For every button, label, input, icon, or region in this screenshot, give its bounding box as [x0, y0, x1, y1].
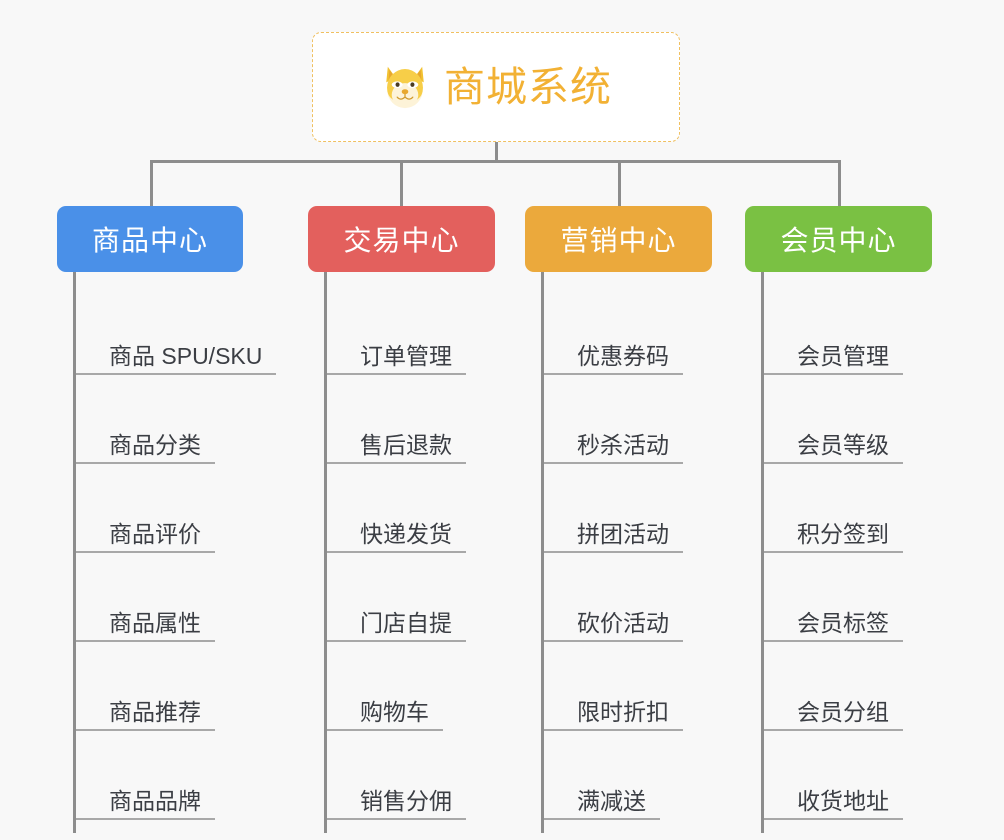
list-item[interactable]: 商品推荐	[76, 642, 289, 731]
list-item-label: 购物车	[360, 698, 429, 725]
leaf-underline	[327, 373, 466, 375]
leaf-underline	[76, 729, 215, 731]
category-box-member-center[interactable]: 会员中心	[745, 206, 932, 272]
connector-to-product-center	[150, 160, 153, 206]
leaf-underline	[327, 551, 466, 553]
list-item[interactable]: 限时折扣	[544, 642, 757, 731]
shiba-dog-icon	[386, 66, 424, 109]
list-item[interactable]: 会员等级	[764, 375, 977, 464]
list-item-label: 商品推荐	[109, 698, 201, 725]
leaf-underline	[764, 640, 903, 642]
list-item[interactable]: 砍价活动	[544, 553, 757, 642]
branch-marketing-center: 营销中心 优惠券码 秒杀活动 拼团活动 砍价活动 限时折扣	[525, 206, 757, 833]
connector-horizontal-bus	[150, 160, 841, 163]
category-box-product-center[interactable]: 商品中心	[57, 206, 243, 272]
leaf-underline	[764, 818, 903, 820]
list-item-label: 门店自提	[360, 609, 452, 636]
leaf-underline	[327, 729, 443, 731]
list-item-label: 积分签到	[797, 520, 889, 547]
list-item-label: 会员分组	[797, 698, 889, 725]
list-item-label: 销售分佣	[360, 787, 452, 814]
list-item[interactable]: 积分签到	[764, 464, 977, 553]
leaf-list-trade-center: 订单管理 售后退款 快递发货 门店自提 购物车 销售分佣	[324, 272, 540, 833]
category-label: 交易中心	[343, 225, 460, 256]
list-item[interactable]: 购物车	[327, 642, 540, 731]
list-item[interactable]: 门店自提	[327, 553, 540, 642]
list-item-label: 优惠券码	[577, 342, 669, 369]
branch-member-center: 会员中心 会员管理 会员等级 积分签到 会员标签 会员分组	[745, 206, 977, 833]
list-item-label: 商品属性	[109, 609, 201, 636]
category-label: 营销中心	[560, 225, 677, 256]
connector-to-marketing-center	[618, 160, 621, 206]
list-item[interactable]: 满减送	[544, 731, 757, 820]
list-item[interactable]: 商品 SPU/SKU	[76, 286, 289, 375]
leaf-underline	[764, 462, 903, 464]
category-label: 商品中心	[91, 225, 208, 256]
category-box-trade-center[interactable]: 交易中心	[308, 206, 495, 272]
list-item[interactable]: 会员管理	[764, 286, 977, 375]
leaf-underline	[544, 551, 683, 553]
leaf-underline	[544, 373, 683, 375]
leaf-underline	[544, 462, 683, 464]
list-item[interactable]: 优惠券码	[544, 286, 757, 375]
list-item-label: 商品 SPU/SKU	[109, 342, 263, 369]
list-item[interactable]: 会员分组	[764, 642, 977, 731]
list-item[interactable]: 拼团活动	[544, 464, 757, 553]
list-item-label: 商品评价	[109, 520, 201, 547]
list-item-label: 砍价活动	[577, 609, 669, 636]
root-title: 商城系统	[444, 63, 612, 110]
leaf-underline	[327, 462, 466, 464]
leaf-list-product-center: 商品 SPU/SKU 商品分类 商品评价 商品属性 商品推荐 商品品牌	[73, 272, 289, 833]
leaf-underline	[76, 551, 215, 553]
leaf-list-member-center: 会员管理 会员等级 积分签到 会员标签 会员分组 收货地址	[761, 272, 977, 833]
branch-product-center: 商品中心 商品 SPU/SKU 商品分类 商品评价 商品属性 商品推荐	[57, 206, 289, 833]
list-item[interactable]: 销售分佣	[327, 731, 540, 820]
list-item[interactable]: 商品评价	[76, 464, 289, 553]
leaf-list-marketing-center: 优惠券码 秒杀活动 拼团活动 砍价活动 限时折扣 满减送	[541, 272, 757, 833]
leaf-underline	[76, 818, 215, 820]
connector-root-stem	[495, 142, 498, 162]
leaf-underline	[327, 818, 466, 820]
leaf-underline	[544, 818, 660, 820]
leaf-underline	[76, 373, 276, 375]
list-item-label: 满减送	[577, 787, 646, 814]
list-item-label: 商品品牌	[109, 787, 201, 814]
list-item-label: 限时折扣	[577, 698, 669, 725]
list-item[interactable]: 快递发货	[327, 464, 540, 553]
list-item[interactable]: 售后退款	[327, 375, 540, 464]
category-label: 会员中心	[780, 225, 897, 256]
list-item-label: 订单管理	[360, 342, 452, 369]
list-item-label: 会员标签	[797, 609, 889, 636]
connector-to-member-center	[838, 160, 841, 206]
list-item-label: 收货地址	[797, 787, 889, 814]
list-item-label: 商品分类	[109, 431, 201, 458]
list-item-label: 拼团活动	[577, 520, 669, 547]
leaf-underline	[764, 373, 903, 375]
list-item-label: 快递发货	[360, 520, 452, 547]
list-item-label: 会员管理	[797, 342, 889, 369]
list-item[interactable]: 商品属性	[76, 553, 289, 642]
leaf-underline	[327, 640, 466, 642]
list-item[interactable]: 商品品牌	[76, 731, 289, 820]
list-item[interactable]: 收货地址	[764, 731, 977, 820]
leaf-underline	[764, 729, 903, 731]
leaf-underline	[76, 462, 215, 464]
list-item[interactable]: 订单管理	[327, 286, 540, 375]
list-item-label: 秒杀活动	[577, 431, 669, 458]
leaf-underline	[544, 640, 683, 642]
root-node[interactable]: 商城系统	[312, 32, 680, 142]
list-item-label: 会员等级	[797, 431, 889, 458]
leaf-underline	[544, 729, 683, 731]
list-item[interactable]: 会员标签	[764, 553, 977, 642]
leaf-underline	[76, 640, 215, 642]
list-item[interactable]: 商品分类	[76, 375, 289, 464]
branch-trade-center: 交易中心 订单管理 售后退款 快递发货 门店自提 购物车	[308, 206, 540, 833]
leaf-underline	[764, 551, 903, 553]
list-item[interactable]: 秒杀活动	[544, 375, 757, 464]
connector-to-trade-center	[400, 160, 403, 206]
category-box-marketing-center[interactable]: 营销中心	[525, 206, 712, 272]
list-item-label: 售后退款	[360, 431, 452, 458]
